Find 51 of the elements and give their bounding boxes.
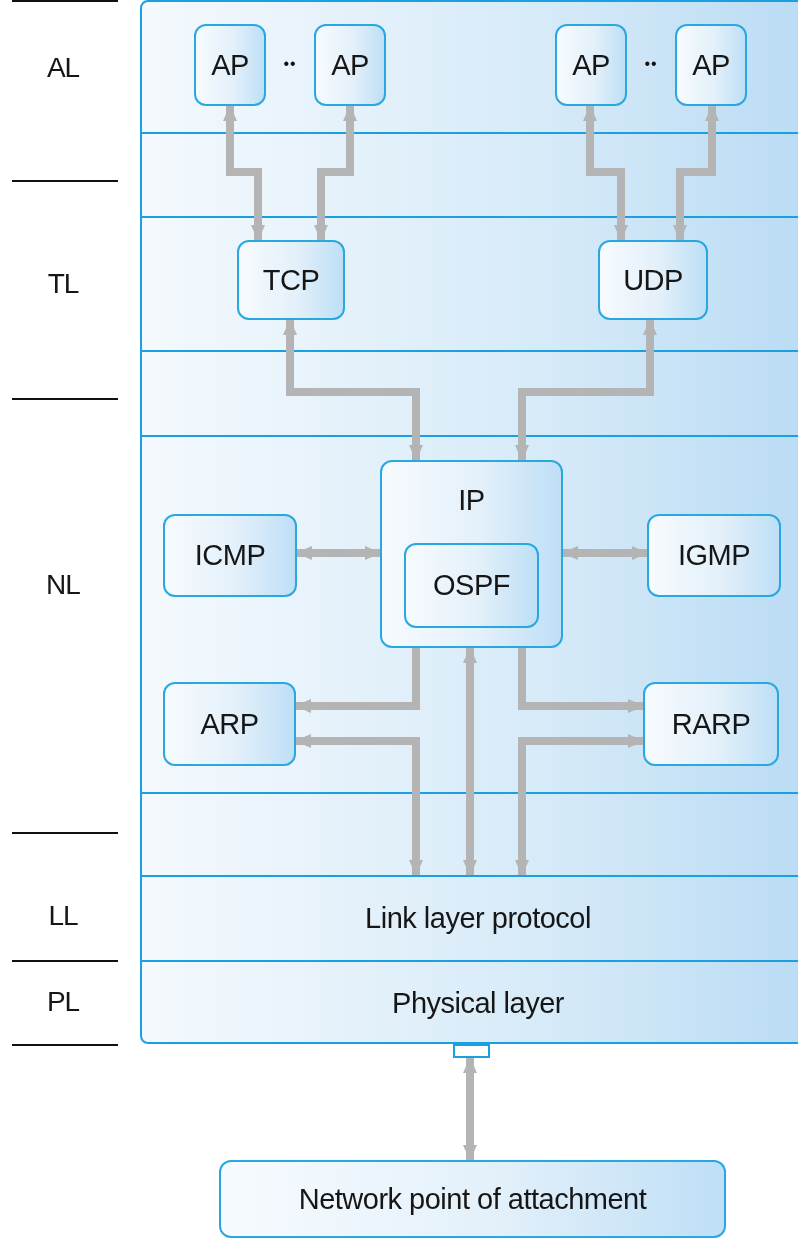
arrow — [562, 546, 648, 560]
node-label: Physical layer — [392, 986, 564, 1020]
protocol-box — [675, 24, 747, 106]
protocol-box — [404, 543, 539, 628]
protocol-box — [643, 682, 779, 766]
arrow — [295, 648, 420, 713]
protocol-box — [647, 514, 781, 597]
protocol-box — [314, 24, 386, 106]
protocol-box — [380, 460, 563, 648]
arrow — [515, 734, 644, 876]
protocol-box — [237, 240, 345, 320]
node-label: ARP — [200, 707, 259, 741]
arrow — [295, 734, 423, 876]
node-label: IGMP — [677, 539, 751, 572]
node-label: AP — [211, 48, 249, 82]
node-label: OSPF — [433, 569, 510, 602]
layer-abbreviation: AL — [45, 52, 81, 84]
protocol-box — [194, 24, 266, 106]
layer-abbreviation: PL — [45, 986, 81, 1018]
arrow — [518, 648, 644, 713]
node-label: UDP — [623, 263, 683, 297]
node-label: AP — [331, 48, 369, 82]
ellipsis-mark: •• — [283, 55, 297, 73]
layer-abbreviation: NL — [45, 569, 81, 601]
arrow — [583, 105, 628, 241]
arrow — [314, 105, 357, 241]
protocol-box — [163, 514, 297, 597]
node-label: Network point of attachment — [298, 1182, 647, 1216]
node-label: AP — [692, 48, 730, 82]
ellipsis-mark: •• — [644, 55, 658, 73]
layer-abbreviation: TL — [46, 268, 80, 300]
arrow — [673, 105, 719, 241]
arrow — [223, 105, 265, 241]
protocol-box — [598, 240, 708, 320]
arrow — [296, 546, 381, 560]
protocol-box — [219, 1160, 726, 1238]
protocol-box — [163, 682, 296, 766]
connector-port — [453, 1044, 490, 1058]
protocol-box — [555, 24, 627, 106]
arrow — [515, 319, 657, 461]
arrow — [463, 1057, 477, 1161]
node-label: Link layer protocol — [365, 902, 591, 935]
arrow — [463, 647, 477, 876]
protocol-stack-panel — [140, 0, 798, 1044]
node-label: ICMP — [194, 539, 266, 572]
arrow — [283, 319, 423, 461]
layer-abbreviation: LL — [47, 900, 79, 932]
node-label: AP — [572, 48, 610, 82]
node-label: RARP — [671, 707, 751, 741]
node-label: IP — [458, 484, 485, 517]
node-label: TCP — [262, 263, 320, 297]
